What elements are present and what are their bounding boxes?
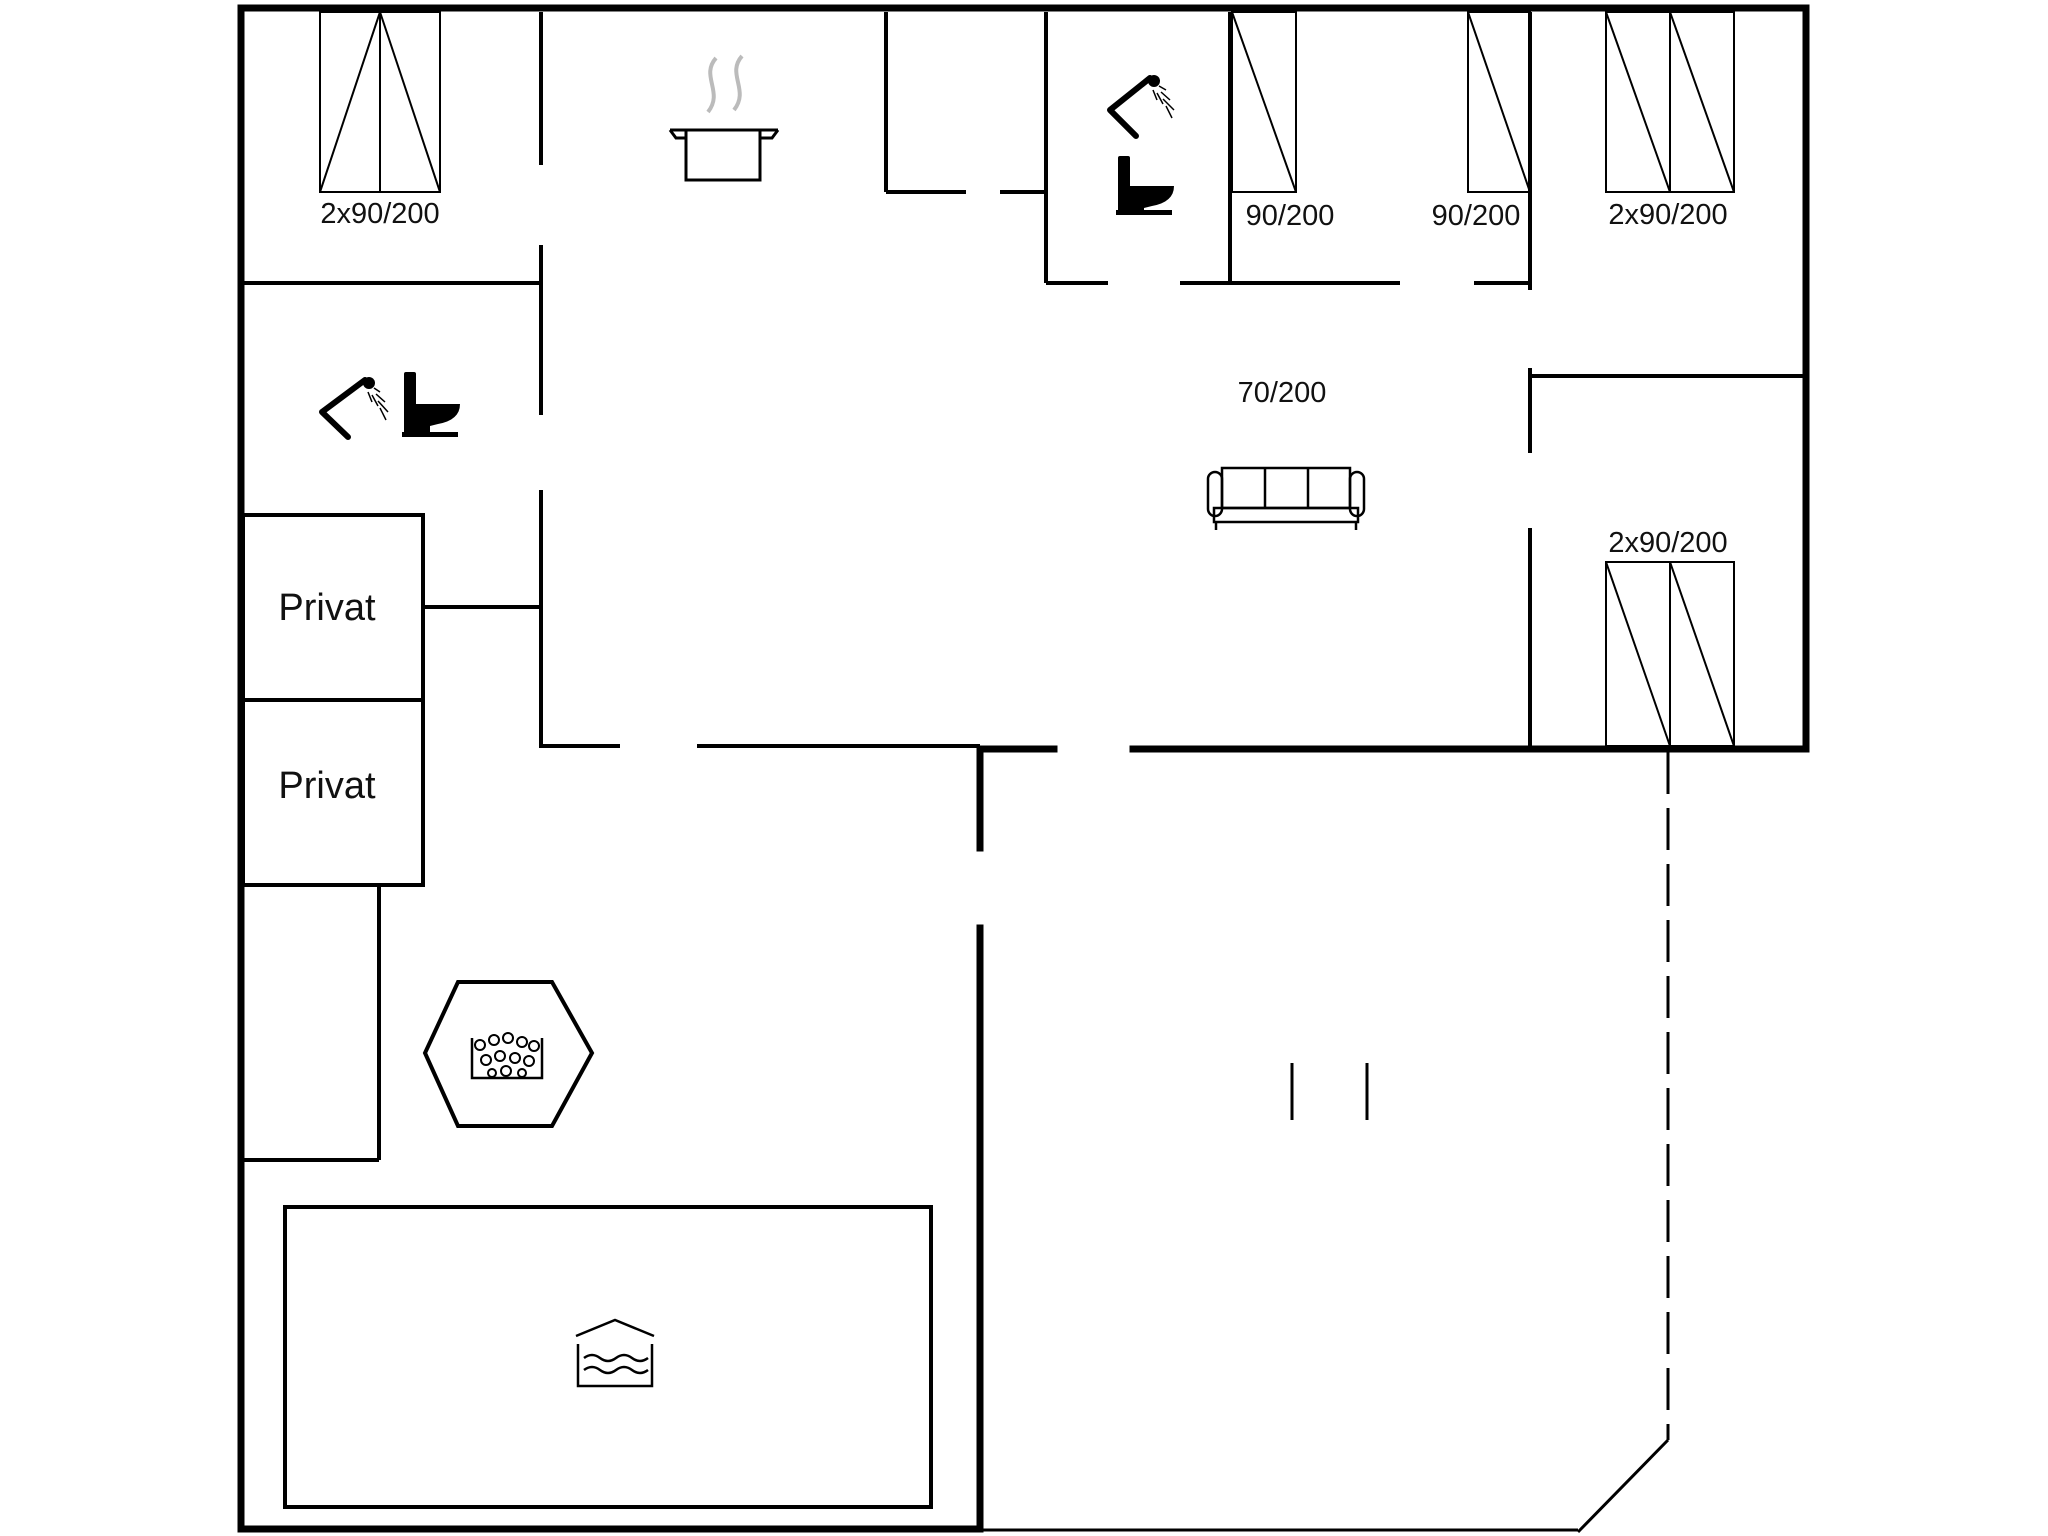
cooking-pot-icon [668,54,780,182]
toilet-icon [402,372,460,437]
private-room-label-2: Privat [278,765,376,807]
shower-icon [1107,75,1175,139]
indoor-pool-icon [575,1318,655,1388]
bed-label-n1: 90/200 [1246,200,1335,232]
terrace-lines [980,752,1670,1534]
bed-label-ne: 2x90/200 [1608,199,1727,231]
private-room-label-1: Privat [278,587,376,629]
bed-ne-double [1605,11,1735,193]
bed-nw-double [319,11,441,193]
toilet-icon [1116,156,1174,215]
bed-n2-single [1467,11,1531,193]
sofa-icon [1206,466,1366,530]
bed-label-e: 2x90/200 [1608,527,1727,559]
interior-walls [241,12,1804,1509]
bed-label-n2: 90/200 [1432,200,1521,232]
bed-label-nw: 2x90/200 [320,198,439,230]
bed-label-living: 70/200 [1238,377,1327,409]
whirlpool-icon [422,980,595,1128]
outer-walls [237,4,1810,1533]
shower-icon [319,377,389,440]
bed-n1-single [1231,11,1297,193]
bed-e-double [1605,561,1735,747]
